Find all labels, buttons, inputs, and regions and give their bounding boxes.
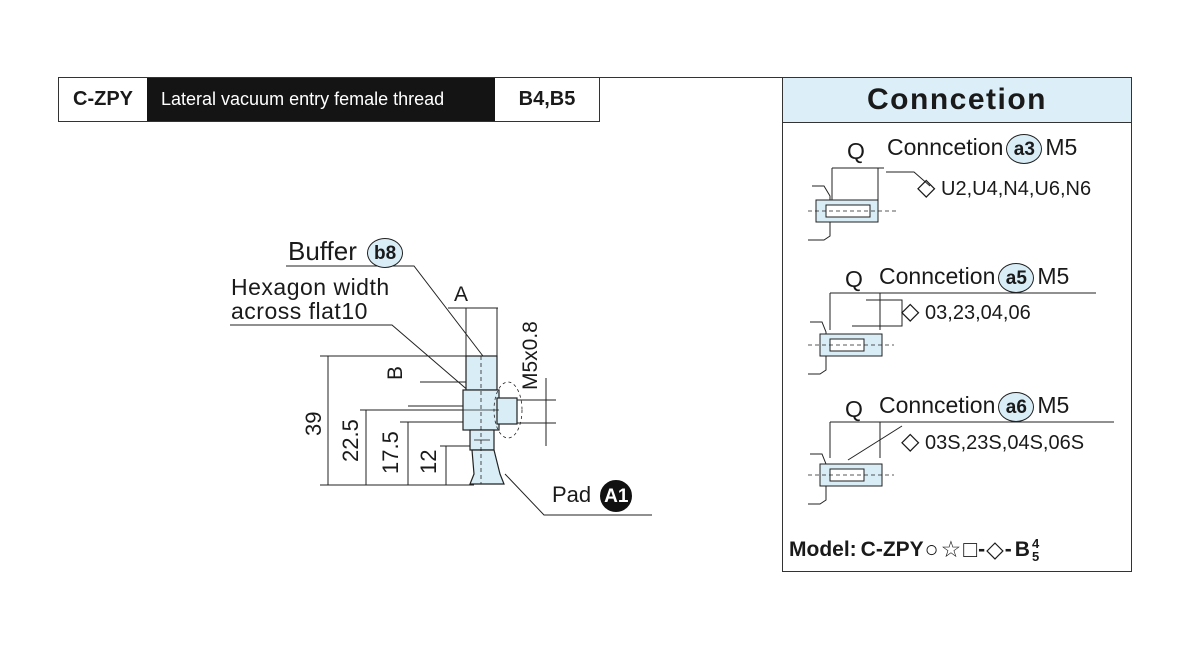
connection-q-2: Q xyxy=(845,266,863,292)
product-header: C-ZPY Lateral vacuum entry female thread… xyxy=(58,78,600,122)
dimension-b-label: B xyxy=(384,365,407,380)
pad-badge: A1 xyxy=(600,480,633,512)
dimension-39: 39 xyxy=(301,411,326,436)
product-code: C-ZPY xyxy=(73,88,133,110)
dimension-17-5: 17.5 xyxy=(378,431,403,474)
pad-callout: Pad A1 xyxy=(552,480,635,512)
star-icon: ☆ xyxy=(940,536,962,562)
model-code: Model: C-ZPY ○ ☆ □ - ◇ - B 4 5 xyxy=(789,536,1039,563)
connection-label-3: Conncetion xyxy=(879,392,996,419)
header-rule xyxy=(58,77,782,78)
connection-badge-a6: a6 xyxy=(998,392,1035,422)
connection-thread-3: M5 xyxy=(1037,392,1070,419)
connection-label-2: Conncetion xyxy=(879,263,996,290)
connection-q-3: Q xyxy=(845,396,863,422)
buffer-callout: Buffer b8 xyxy=(288,236,406,269)
pad-label: Pad xyxy=(552,481,592,507)
connection-options-2: 03,23,04,06 xyxy=(925,302,1031,324)
square-icon: □ xyxy=(963,536,978,562)
hexagon-leader xyxy=(230,324,471,393)
buffer-body xyxy=(465,355,498,391)
buffer-badge: b8 xyxy=(367,238,404,269)
model-dash-2: - xyxy=(1004,537,1012,561)
circle-icon: ○ xyxy=(924,536,939,562)
panel-title: Conncetion xyxy=(783,78,1131,123)
connection-q-1: Q xyxy=(847,138,865,164)
thread-label: M5x0.8 xyxy=(519,321,542,390)
diamond-icon: ◇ xyxy=(901,428,920,455)
dimension-a-label: A xyxy=(454,283,469,306)
diamond-icon: ◇ xyxy=(917,174,936,201)
hexagon-label-1: Hexagon width xyxy=(231,274,390,300)
connection-options-row-1: ◇ U2,U4,N4,U6,N6 xyxy=(917,176,1091,200)
model-label: Model: xyxy=(789,537,857,561)
dimension-12: 12 xyxy=(416,449,441,474)
buffer-label: Buffer xyxy=(288,236,357,266)
connection-badge-a3: a3 xyxy=(1006,134,1043,164)
model-variant-5: 5 xyxy=(1031,548,1040,564)
connection-badge-a5: a5 xyxy=(998,263,1035,293)
connection-options-3: 03S,23S,04S,06S xyxy=(925,432,1085,454)
model-dash-1: - xyxy=(978,537,986,561)
connection-options-row-2: ◇ 03,23,04,06 xyxy=(901,300,1031,324)
diamond-icon: ◇ xyxy=(901,298,920,325)
vacuum-pad-assembly xyxy=(462,355,518,485)
hexagon-label-2: across flat10 xyxy=(231,298,368,324)
connection-thread-1: M5 xyxy=(1045,134,1078,161)
diamond-icon: ◇ xyxy=(986,536,1004,562)
pad-leader xyxy=(504,473,652,516)
pad-body xyxy=(469,449,505,485)
connection-thread-2: M5 xyxy=(1037,263,1070,290)
buffer-leader xyxy=(286,265,487,361)
product-description: Lateral vacuum entry female thread xyxy=(147,78,495,121)
dimension-22-5: 22.5 xyxy=(338,419,363,462)
connection-options-1: U2,U4,N4,U6,N6 xyxy=(941,178,1092,200)
connection-options-row-3: ◇ 03S,23S,04S,06S xyxy=(901,430,1084,454)
model-series: C-ZPY xyxy=(860,537,924,561)
model-suffix: B xyxy=(1014,537,1030,561)
lateral-port xyxy=(496,397,518,425)
product-variants: B4,B5 xyxy=(518,88,576,110)
model-variant-stack: 4 5 xyxy=(1032,537,1039,563)
model-variant-4: 4 xyxy=(1031,535,1040,551)
connection-label-1: Conncetion xyxy=(887,134,1004,161)
